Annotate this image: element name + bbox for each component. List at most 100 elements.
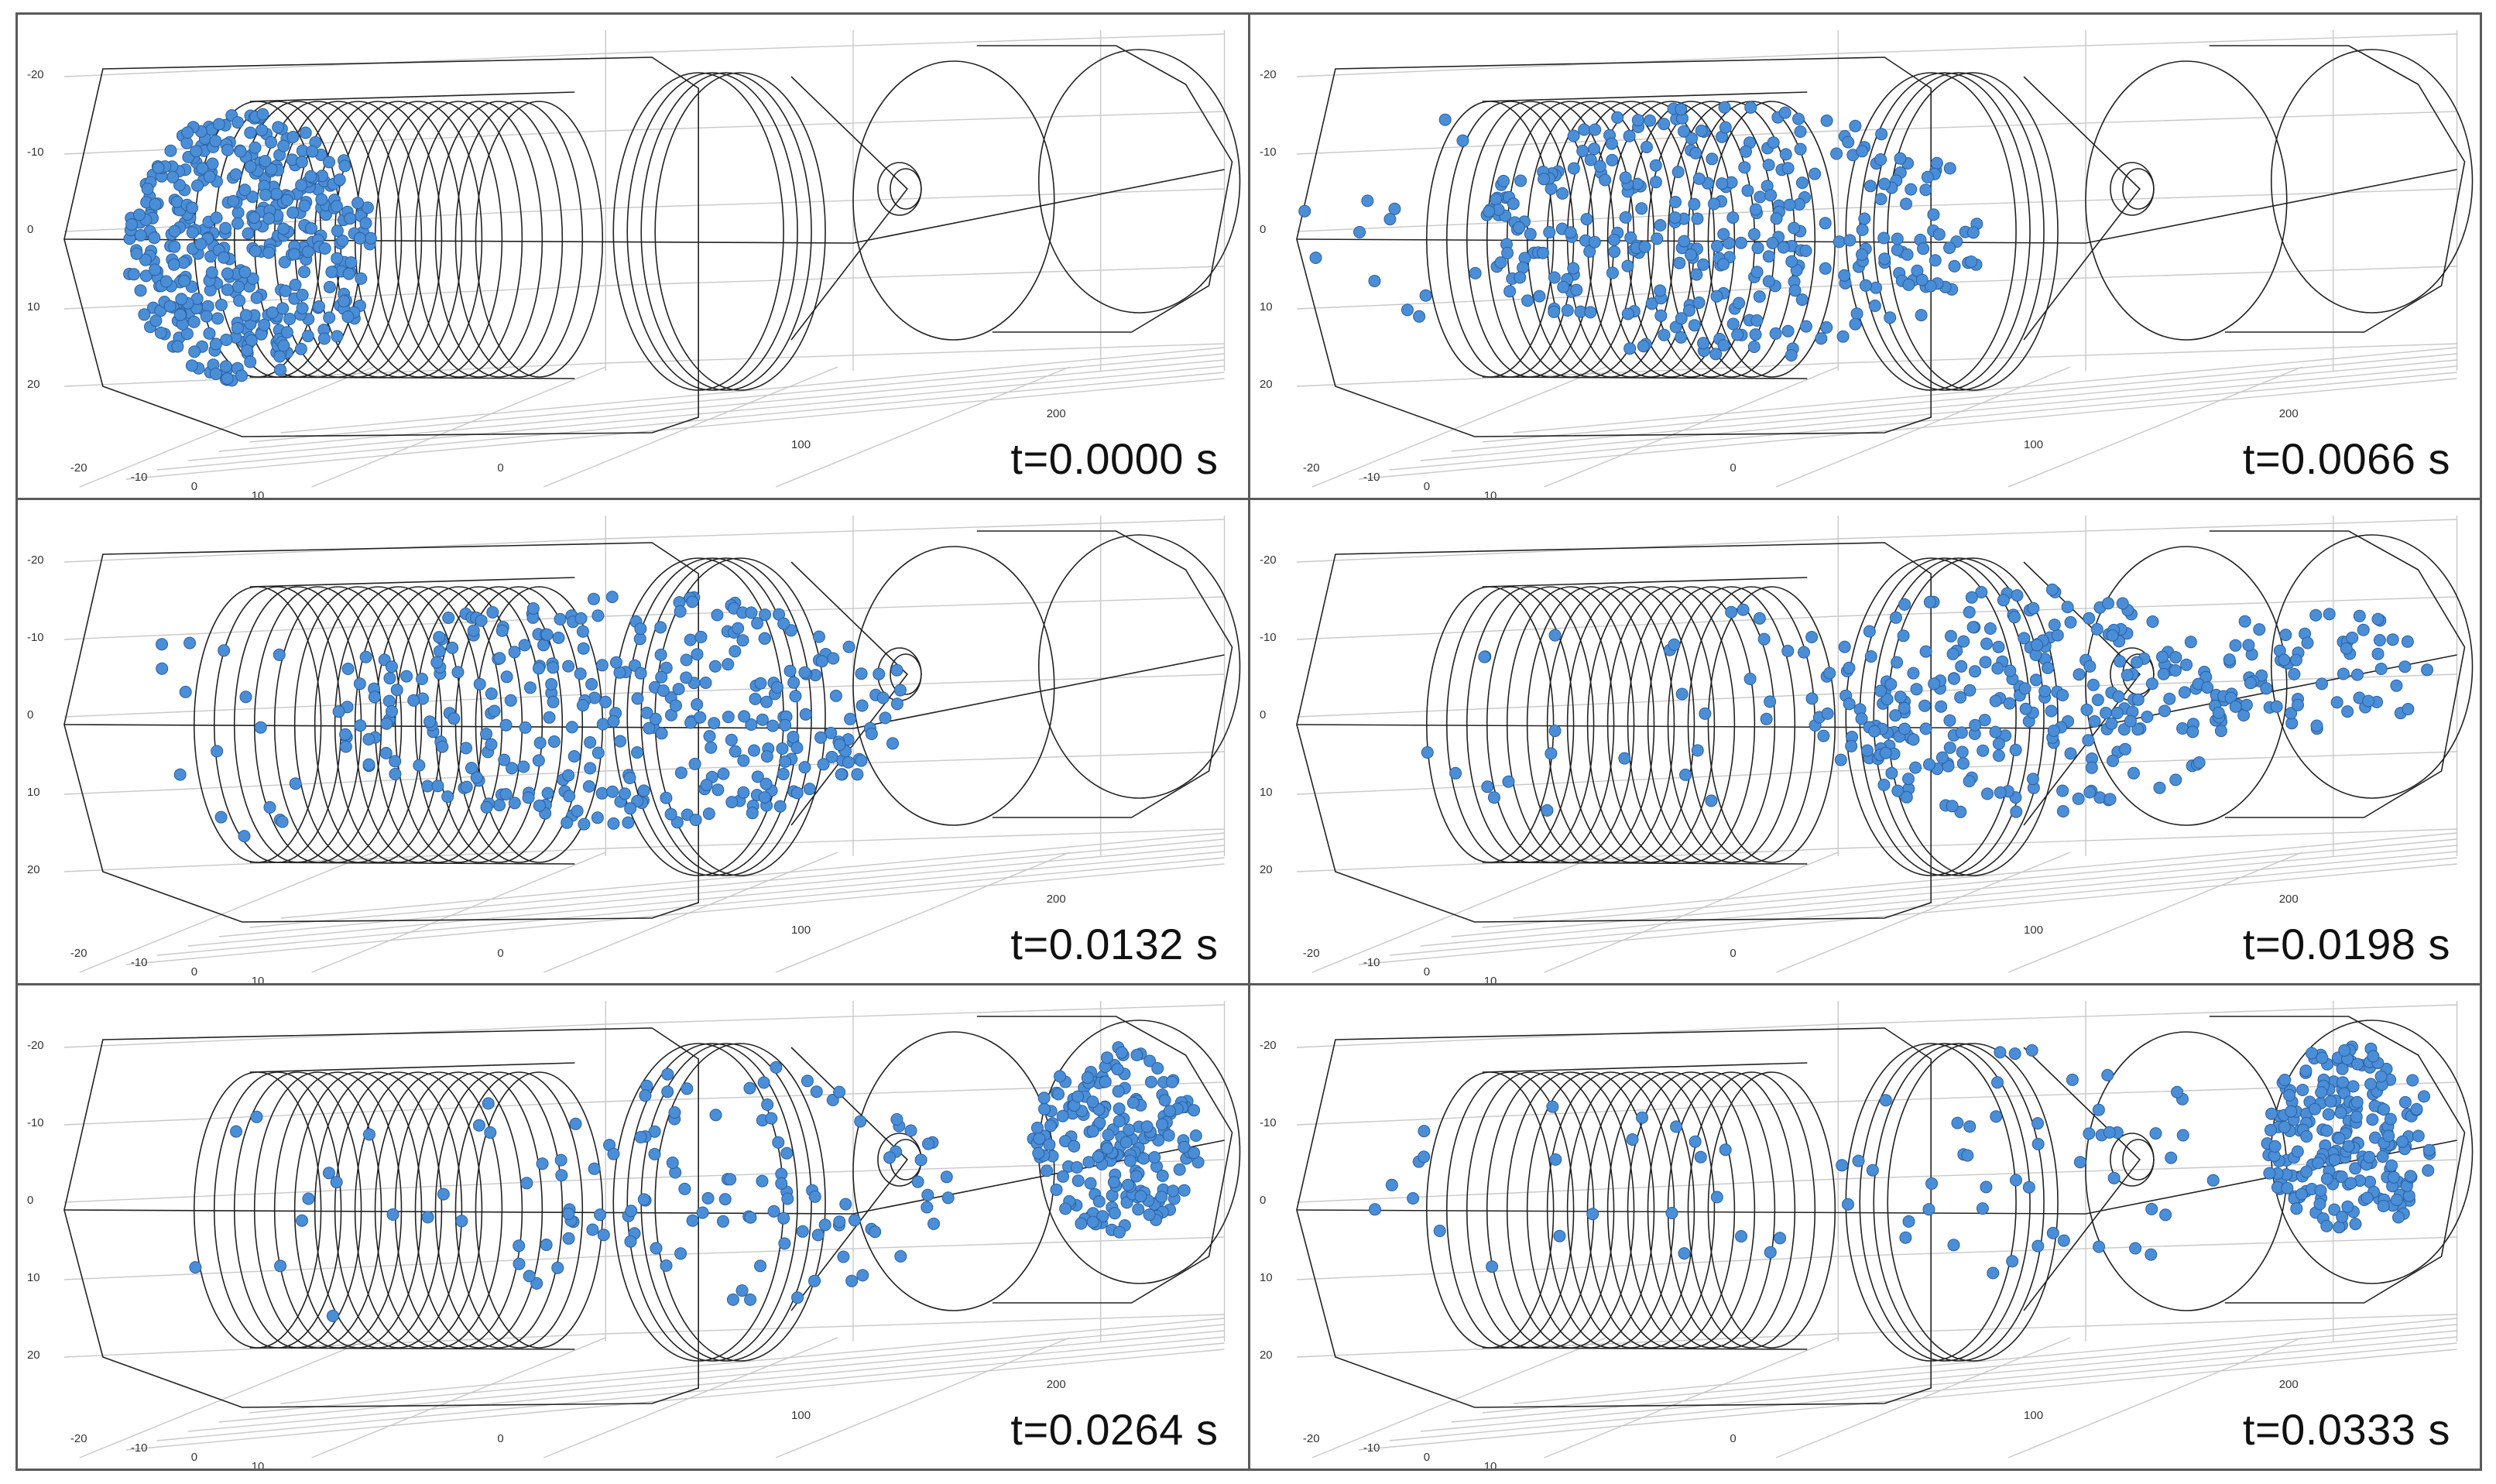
- particle: [2311, 1157, 2324, 1170]
- particle: [1113, 1225, 1126, 1239]
- particle: [1799, 245, 1812, 257]
- particle: [359, 650, 372, 663]
- particle: [2118, 742, 2131, 756]
- particle: [1542, 226, 1555, 238]
- particle: [1799, 320, 1812, 333]
- particle: [1722, 237, 1735, 250]
- coil-ring: [1606, 586, 1735, 863]
- particle: [256, 108, 269, 121]
- particle: [467, 624, 480, 637]
- particle: [2110, 707, 2124, 720]
- coil-ring: [454, 586, 584, 863]
- particle: [1309, 252, 1322, 264]
- particle: [1891, 784, 1904, 797]
- particle: [413, 759, 426, 772]
- particle: [927, 1217, 941, 1230]
- particle: [442, 612, 455, 624]
- particle: [2259, 682, 2272, 695]
- particle: [833, 1215, 846, 1229]
- particle: [1989, 694, 2002, 708]
- particle: [1298, 204, 1311, 218]
- particle: [551, 1261, 564, 1274]
- particle: [2025, 1044, 2038, 1057]
- particle: [1860, 744, 1874, 757]
- tick-label-depth: 10: [252, 1460, 265, 1469]
- tick-label-depth: 10: [1483, 1460, 1497, 1469]
- coil-ring: [1667, 101, 1795, 378]
- particle: [681, 1082, 694, 1095]
- particle: [1158, 1094, 1171, 1107]
- particle: [595, 787, 609, 800]
- particle: [423, 715, 437, 728]
- particle: [1942, 714, 1956, 727]
- particle: [1556, 280, 1569, 293]
- particle: [2106, 629, 2119, 642]
- tick-label-vertical: -20: [27, 68, 44, 81]
- particle: [1841, 1198, 1854, 1211]
- coil-ring: [394, 1071, 523, 1349]
- particle: [1966, 621, 1980, 634]
- tick-label-vertical: -10: [1259, 146, 1276, 159]
- particle: [1548, 1153, 1562, 1166]
- particle: [2404, 1170, 2417, 1183]
- particle: [1044, 1119, 1058, 1133]
- particle: [1844, 739, 1857, 752]
- particle: [798, 761, 811, 774]
- particle: [480, 728, 493, 741]
- particle: [777, 617, 790, 630]
- particle: [562, 769, 575, 782]
- particle: [1037, 1092, 1051, 1105]
- particle: [790, 742, 804, 754]
- particle: [699, 677, 712, 689]
- coil-ring: [414, 1071, 543, 1349]
- particle: [2030, 639, 2043, 652]
- coil-ring: [475, 1071, 604, 1349]
- tick-label-vertical: 20: [27, 863, 40, 876]
- particle: [1086, 1125, 1099, 1138]
- target-ring: [1037, 534, 1241, 799]
- particle: [606, 785, 619, 798]
- particle: [1704, 794, 1717, 807]
- axis-line: [1296, 238, 2086, 244]
- particle: [1513, 271, 1526, 284]
- particle: [634, 667, 647, 680]
- particle: [232, 280, 245, 293]
- particle: [1753, 612, 1766, 625]
- particle: [2085, 761, 2098, 774]
- cone-edge: [790, 1047, 908, 1311]
- particle: [2264, 1123, 2277, 1136]
- particle: [2223, 653, 2236, 667]
- particle: [1908, 761, 1922, 774]
- particle: [770, 1061, 783, 1074]
- particle: [173, 179, 186, 191]
- lens-ring: [852, 60, 1055, 341]
- particle: [825, 750, 838, 763]
- particle: [1805, 692, 1819, 705]
- coil-ring: [434, 101, 564, 378]
- particle: [1915, 309, 1928, 322]
- particle: [2333, 1106, 2347, 1119]
- housing-outline: [1295, 57, 1932, 437]
- particle: [1739, 145, 1752, 158]
- particle: [431, 780, 444, 793]
- particle: [1808, 167, 1821, 180]
- tick-label-vertical: 10: [1259, 786, 1272, 799]
- particle: [751, 617, 764, 630]
- particle: [1805, 631, 1818, 643]
- cone-edge: [2022, 76, 2141, 341]
- particle: [1071, 1161, 1084, 1174]
- particle: [1674, 103, 1687, 116]
- particle: [522, 791, 535, 804]
- particle: [680, 671, 693, 684]
- particle: [777, 1212, 790, 1225]
- particle: [2064, 615, 2076, 629]
- particle: [1983, 622, 1997, 635]
- coil-ring: [1687, 1071, 1815, 1349]
- coil-ring: [334, 1071, 463, 1349]
- particle: [2026, 773, 2039, 786]
- tick-label-depth: 10: [1483, 975, 1497, 983]
- particle: [1750, 266, 1764, 279]
- particle: [1947, 1239, 1960, 1252]
- particle: [173, 308, 187, 321]
